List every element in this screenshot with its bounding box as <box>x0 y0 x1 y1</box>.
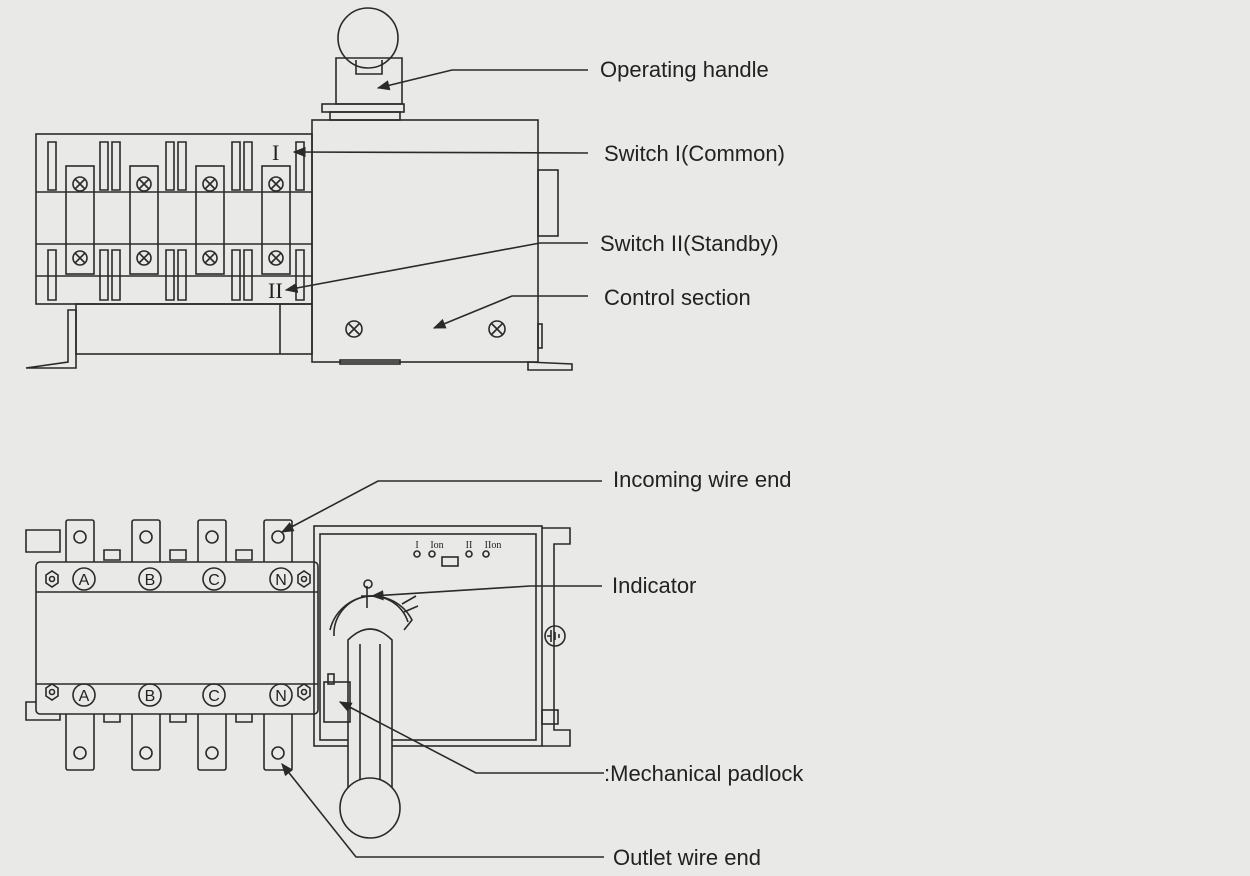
phase-label-bottom-a: A <box>79 688 90 705</box>
indicator-label-ion: Ion <box>430 540 443 551</box>
label-switch-common: Switch I(Common) <box>604 141 785 166</box>
phase-label-top-c: C <box>208 572 220 589</box>
indicator-leds <box>413 550 490 567</box>
front-view <box>25 519 571 839</box>
ground-icon <box>544 625 566 647</box>
phase-label-top-n: N <box>275 572 287 589</box>
control-screws <box>345 320 506 338</box>
top-view <box>25 7 573 371</box>
contact-blocks <box>47 141 305 301</box>
leader-lines-top <box>284 69 589 329</box>
side-plate <box>537 169 559 237</box>
phase-label-top-b: B <box>145 572 156 589</box>
outlet-terminals <box>65 711 293 771</box>
hex-nuts <box>45 570 311 701</box>
phase-labels: A B C N A B C N <box>79 572 287 705</box>
label-incoming-wire-end: Incoming wire end <box>613 467 792 492</box>
switch-body-front <box>35 561 319 715</box>
indicator-label-i: I <box>415 540 418 551</box>
control-panel-front <box>313 525 543 747</box>
operating-handle-front <box>339 628 401 839</box>
label-indicator: Indicator <box>612 573 697 598</box>
terminal-screws <box>72 176 284 266</box>
switch-base <box>75 303 313 355</box>
indicator-label-iion: IIon <box>485 540 502 551</box>
indicator-label-ii: II <box>466 540 473 551</box>
mechanical-padlock <box>323 681 351 723</box>
indicator-dial <box>329 579 419 637</box>
switch-2-mark: II <box>268 278 283 303</box>
switch-1-mark: I <box>272 140 279 165</box>
label-switch-standby: Switch II(Standby) <box>600 231 779 256</box>
right-mounting-foot <box>527 361 573 371</box>
label-mechanical-padlock: :Mechanical padlock <box>604 761 804 786</box>
label-control-section: Control section <box>604 285 751 310</box>
operating-handle-top <box>321 7 405 121</box>
phase-label-bottom-c: C <box>208 688 220 705</box>
phase-label-bottom-b: B <box>145 688 156 705</box>
phase-label-bottom-n: N <box>275 688 287 705</box>
incoming-terminals <box>65 519 293 565</box>
control-section-box <box>311 119 539 363</box>
label-operating-handle: Operating handle <box>600 57 769 82</box>
phase-label-top-a: A <box>79 572 90 589</box>
label-outlet-wire-end: Outlet wire end <box>613 845 761 870</box>
leader-lines-front <box>280 480 604 858</box>
left-mounting-foot <box>25 309 77 369</box>
